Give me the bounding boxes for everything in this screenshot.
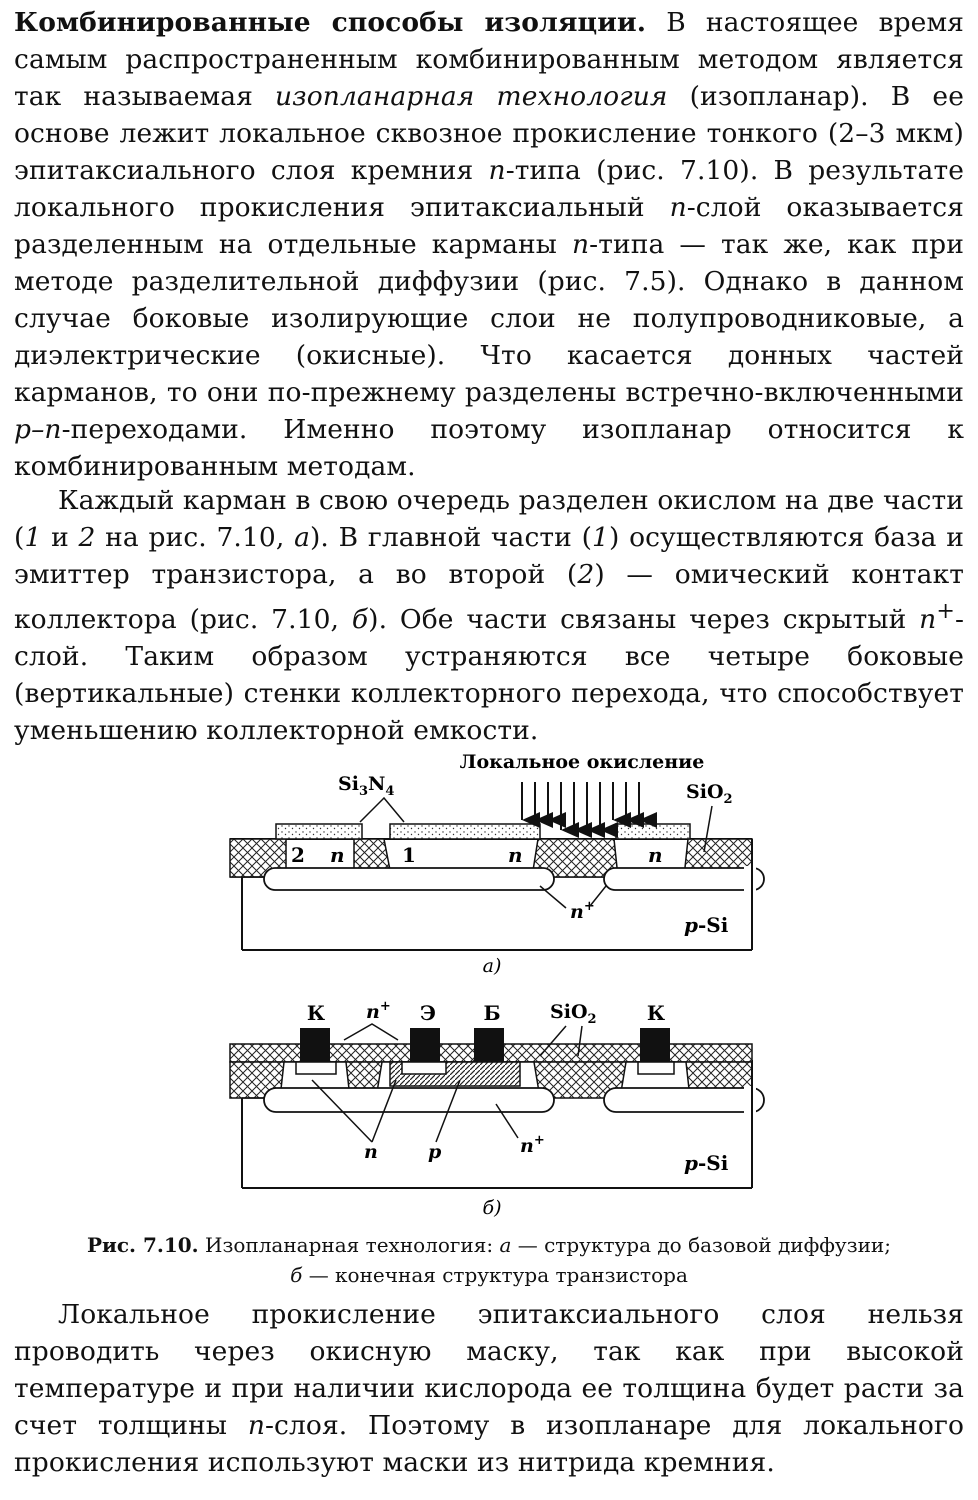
text-run: (изопланар). В ее основе лежит локальное…	[14, 81, 964, 186]
figure-a: Локальное окисление Si3N4 SiO2 2 n 1 n n…	[229, 751, 765, 977]
caption-number: Рис. 7.10.	[86, 1233, 199, 1257]
label-n-region-2: n	[330, 843, 345, 867]
caption-line-1: Рис. 7.10. Изопланарная технология: а — …	[14, 1230, 964, 1260]
leader-nplus-bottom	[495, 1103, 519, 1139]
italic-symbol: б	[351, 603, 369, 635]
label-si3n4: Si3N4	[338, 773, 394, 799]
text-run: -слой оказывается разделенным на отдельн…	[14, 192, 964, 260]
oxidation-arrows	[521, 782, 657, 838]
paragraph-combined-isolation: Комбинированные способы изоляции. В наст…	[14, 4, 964, 485]
italic-symbol: 2	[78, 522, 96, 553]
buried-nplus-layer-b1	[263, 1087, 555, 1113]
text-run: ) — омический контакт коллектора (рис. 7…	[14, 559, 965, 635]
label-n-region-3: n	[648, 843, 663, 867]
italic-symbol: p–n	[14, 414, 62, 445]
label-k-left: К	[307, 1001, 325, 1025]
text-run: -типа (рис. 7.10). В результате локально…	[14, 155, 964, 223]
leader-sio2-a	[703, 805, 713, 853]
leader-nplus-top	[343, 1023, 399, 1041]
leader-si3n4	[359, 796, 405, 823]
figure-caption: Рис. 7.10. Изопланарная технология: а — …	[14, 1230, 964, 1290]
text-run: -слоя. Поэтому в изопланаре для локально…	[14, 1410, 964, 1478]
label-region-2: 2	[291, 843, 305, 867]
contact-collector-right	[640, 1028, 670, 1062]
text-run: ) осуществляются база и эмиттер транзист…	[14, 522, 964, 590]
label-local-oxidation: Локальное окисление	[460, 751, 705, 773]
label-sio2-b: SiO2	[550, 1001, 597, 1027]
label-region-1: 1	[402, 843, 416, 867]
text-run: -слой. Таким образом устраняются все чет…	[14, 603, 964, 746]
nitride-mask-2	[389, 823, 541, 840]
text-run: Каждый карман в свою очередь разделен ок…	[14, 485, 964, 553]
italic-symbol: n	[919, 603, 937, 635]
text-run: ). В главной части (	[309, 522, 593, 553]
leader-p-b	[435, 1079, 461, 1143]
label-base: Б	[483, 1001, 500, 1025]
italic-symbol: n	[669, 192, 687, 223]
sub-label-b: б)	[482, 1197, 501, 1219]
nplus-contact-left	[295, 1061, 337, 1075]
caption-text: Изопланарная технология:	[198, 1233, 500, 1257]
text-run: на рис. 7.10,	[95, 522, 295, 553]
italic-symbol: n	[488, 155, 506, 186]
contact-emitter	[410, 1028, 440, 1062]
italic-symbol: 1	[592, 522, 609, 553]
contact-base	[474, 1028, 504, 1062]
label-n-region-1: n	[508, 843, 523, 867]
paragraph-lead-heading: Комбинированные способы изоляции.	[14, 7, 647, 38]
caption-italic: б	[290, 1263, 303, 1287]
text-run: В настоящее время самым распространенным…	[14, 7, 964, 112]
label-k-right: К	[647, 1001, 665, 1025]
leader-nplus-a	[539, 885, 607, 909]
label-nplus-top: n+	[366, 999, 391, 1023]
label-emitter: Э	[420, 1001, 436, 1025]
figure-b: К n+ Э Б SiO2 К n p n+ p-Si б)	[229, 999, 765, 1219]
nitride-mask-3	[615, 823, 691, 840]
paragraph-nitride-mask: Локальное прокисление эпитаксиального сл…	[14, 1296, 964, 1481]
text-run: и	[41, 522, 79, 553]
italic-term: изопланарная технология	[275, 81, 668, 112]
mask-rect	[744, 1086, 756, 1114]
contact-collector-left	[300, 1028, 330, 1062]
label-p-b: p	[428, 1141, 442, 1163]
label-psi-b: p-Si	[684, 1151, 729, 1175]
label-nplus-a: n+	[570, 899, 595, 923]
buried-nplus-layer-2	[603, 867, 765, 891]
text-run: -переходами. Именно поэтому изопланар от…	[14, 414, 964, 482]
superscript: +	[936, 599, 955, 624]
label-n-b: n	[364, 1141, 378, 1163]
italic-symbol: n	[247, 1410, 265, 1441]
label-sio2-a: SiO2	[686, 781, 733, 807]
leader-sio2-b	[539, 1025, 583, 1057]
paragraph-pocket-division: Каждый карман в свою очередь разделен ок…	[14, 482, 964, 749]
caption-text: — структура до базовой диффузии;	[511, 1233, 891, 1257]
text-run: ). Обе части связаны через скрытый	[368, 603, 920, 635]
caption-text: — конечная структура транзистора	[302, 1263, 688, 1287]
nplus-contact-right	[637, 1061, 675, 1075]
isoplanar-diagram: Локальное окисление Si3N4 SiO2 2 n 1 n n…	[229, 751, 765, 1219]
caption-italic: а	[499, 1233, 512, 1257]
text-run: -типа — так же, как при методе разделите…	[14, 229, 964, 408]
italic-symbol: 1	[24, 522, 42, 553]
italic-symbol: 2	[577, 559, 595, 590]
emitter-region	[401, 1061, 447, 1075]
buried-nplus-layer-b2	[603, 1087, 765, 1113]
substrate-a	[241, 840, 753, 951]
sub-label-a: а)	[483, 955, 502, 977]
label-psi-a: p-Si	[684, 913, 729, 937]
nitride-mask-1	[275, 823, 363, 840]
caption-line-2: б — конечная структура транзистора	[14, 1260, 964, 1290]
buried-nplus-layer-1	[263, 867, 555, 891]
leader-n-b	[311, 1079, 397, 1143]
label-nplus-bottom: n+	[520, 1133, 545, 1157]
italic-symbol: n	[571, 229, 590, 260]
text-run: Локальное прокисление эпитаксиального сл…	[14, 1299, 964, 1441]
italic-symbol: а	[294, 522, 310, 553]
figure-7-10: Локальное окисление Si3N4 SiO2 2 n 1 n n…	[0, 740, 978, 1240]
mask-rect	[744, 866, 756, 892]
